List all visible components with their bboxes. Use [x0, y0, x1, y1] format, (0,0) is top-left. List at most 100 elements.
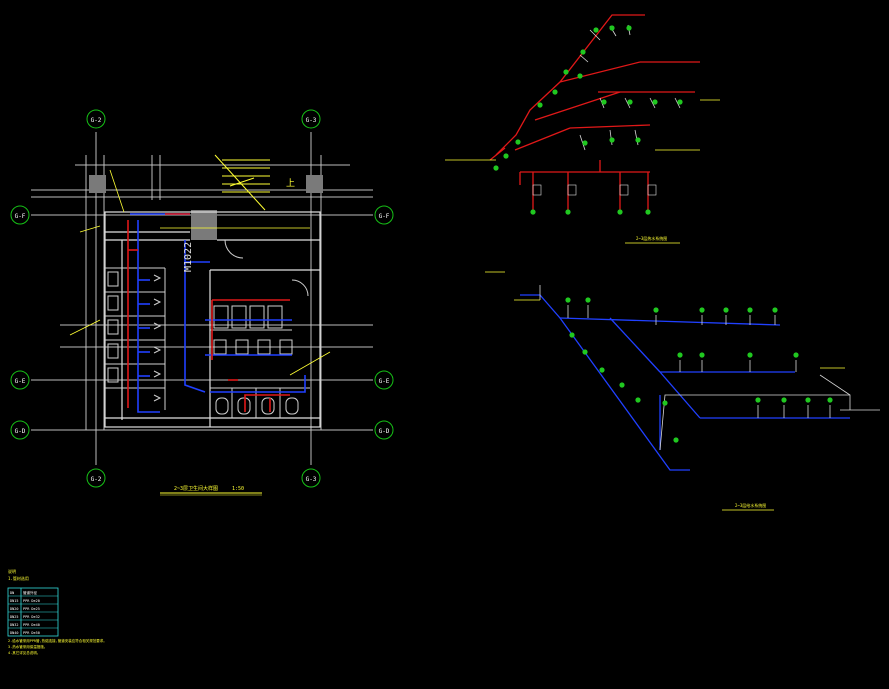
door-swing — [224, 239, 244, 259]
notes-subheading: 1.管材选用 — [8, 575, 29, 581]
table-cell: DN — [10, 591, 14, 595]
fixture-marker — [653, 307, 659, 313]
fixture-marker — [503, 153, 509, 159]
note-line: 2.给水管采用PPR管,热熔连接,管道安装应符合相关规范要求。 — [8, 638, 107, 643]
table-cell: DN25 — [10, 615, 18, 619]
grid-bubble: G-F — [374, 205, 394, 225]
cold-water-leaders — [485, 271, 845, 369]
table-cell: PPR De40 — [23, 623, 40, 627]
fixture-marker — [781, 397, 787, 403]
grid-label: G-D — [15, 428, 26, 435]
cold-system-caption: 2~3层给水系统图 — [735, 502, 766, 508]
table-cell: DN20 — [10, 607, 18, 611]
fixture-marker — [747, 352, 753, 358]
fixture-marker — [723, 307, 729, 313]
fixture-marker — [601, 99, 607, 105]
fixture-marker — [673, 437, 679, 443]
walls — [104, 211, 321, 428]
fixture-marker — [827, 397, 833, 403]
grid-label: G-F — [15, 213, 26, 220]
table-cell: 管道外径 — [23, 590, 37, 595]
fixture-marker — [662, 400, 668, 406]
grid-label: G-F — [379, 213, 390, 220]
fixture-marker — [619, 382, 625, 388]
cold-water-pipes — [130, 213, 306, 413]
fixture-marker — [609, 137, 615, 143]
fixture-marker — [565, 209, 571, 215]
table-cell: PPR De25 — [23, 607, 40, 611]
notes-heading: 说明 — [8, 568, 16, 574]
fixture-marker — [699, 352, 705, 358]
fixture-marker — [793, 352, 799, 358]
grid-label: G-2 — [91, 476, 102, 483]
fixture-marker — [635, 137, 641, 143]
sink-fixtures — [210, 305, 310, 418]
grid-bubble: G-2 — [86, 109, 106, 129]
fixture-marker — [577, 73, 583, 79]
fixture-marker — [552, 89, 558, 95]
fixture-marker — [515, 139, 521, 145]
stair — [214, 154, 270, 211]
grid-axes — [31, 132, 373, 465]
toilet-stalls — [105, 267, 166, 410]
grid-label: G-D — [379, 428, 390, 435]
table-cell: PPR De32 — [23, 615, 40, 619]
fixture-marker — [582, 140, 588, 146]
note-line: 3.热水管采用保温措施。 — [8, 644, 47, 649]
fixture-marker — [805, 397, 811, 403]
cold-water-secondary — [539, 285, 880, 451]
column — [191, 210, 217, 240]
grid-bubble: G-D — [10, 420, 30, 440]
hot-system-caption: 2~3层热水系统图 — [636, 235, 667, 241]
fixture-marker — [585, 297, 591, 303]
grid-bubble: G-2 — [86, 468, 106, 488]
grid-bubble: G-3 — [301, 468, 321, 488]
plan-caption: 2~3层卫生间大样图 — [174, 485, 218, 492]
fixture-marker — [593, 27, 599, 33]
cold-water-main — [520, 294, 850, 471]
fixture-marker — [582, 349, 588, 355]
hot-water-risers — [489, 14, 700, 210]
note-line: 4.其它详见总说明。 — [8, 650, 40, 655]
cold-water-fixture-markers — [565, 297, 833, 443]
toilet-floor-plan: M1022 上 G-2 G-3 G-2 G-3 G-F G-F G- — [10, 109, 394, 496]
grid-label: G-3 — [306, 476, 317, 483]
fixture-marker — [747, 307, 753, 313]
fixture-marker — [627, 99, 633, 105]
column — [306, 175, 323, 193]
hot-water-fixture-markers — [493, 25, 683, 215]
fixture-marker — [493, 165, 499, 171]
grid-label: G-E — [379, 378, 390, 385]
fixture-marker — [772, 307, 778, 313]
fixture-marker — [537, 102, 543, 108]
table-cell: DN15 — [10, 599, 18, 603]
door-tag: M1022 — [183, 242, 194, 272]
grid-bubble: G-E — [374, 370, 394, 390]
fixture-marker — [677, 99, 683, 105]
fixture-marker — [677, 352, 683, 358]
fixture-marker — [617, 209, 623, 215]
table-cell: PPR De20 — [23, 599, 40, 603]
table-cell: PPR De50 — [23, 631, 40, 635]
fixture-marker — [569, 332, 575, 338]
fixture-marker — [563, 69, 569, 75]
annotations — [69, 169, 331, 376]
table-cell: DN40 — [10, 631, 18, 635]
fixture-marker — [565, 297, 571, 303]
column — [89, 175, 106, 193]
door-swing — [291, 279, 309, 297]
table-cell: DN32 — [10, 623, 18, 627]
fixture-marker — [530, 209, 536, 215]
grid-label: G-2 — [91, 117, 102, 124]
fixture-marker — [609, 25, 615, 31]
fixture-marker — [645, 209, 651, 215]
grid-bubble: G-E — [10, 370, 30, 390]
fixture-marker — [635, 397, 641, 403]
fixture-marker — [699, 307, 705, 313]
fixture-marker — [626, 25, 632, 31]
cold-water-system-diagram: 2~3层给水系统图 — [485, 271, 880, 511]
plan-scale: 1:50 — [232, 486, 244, 492]
